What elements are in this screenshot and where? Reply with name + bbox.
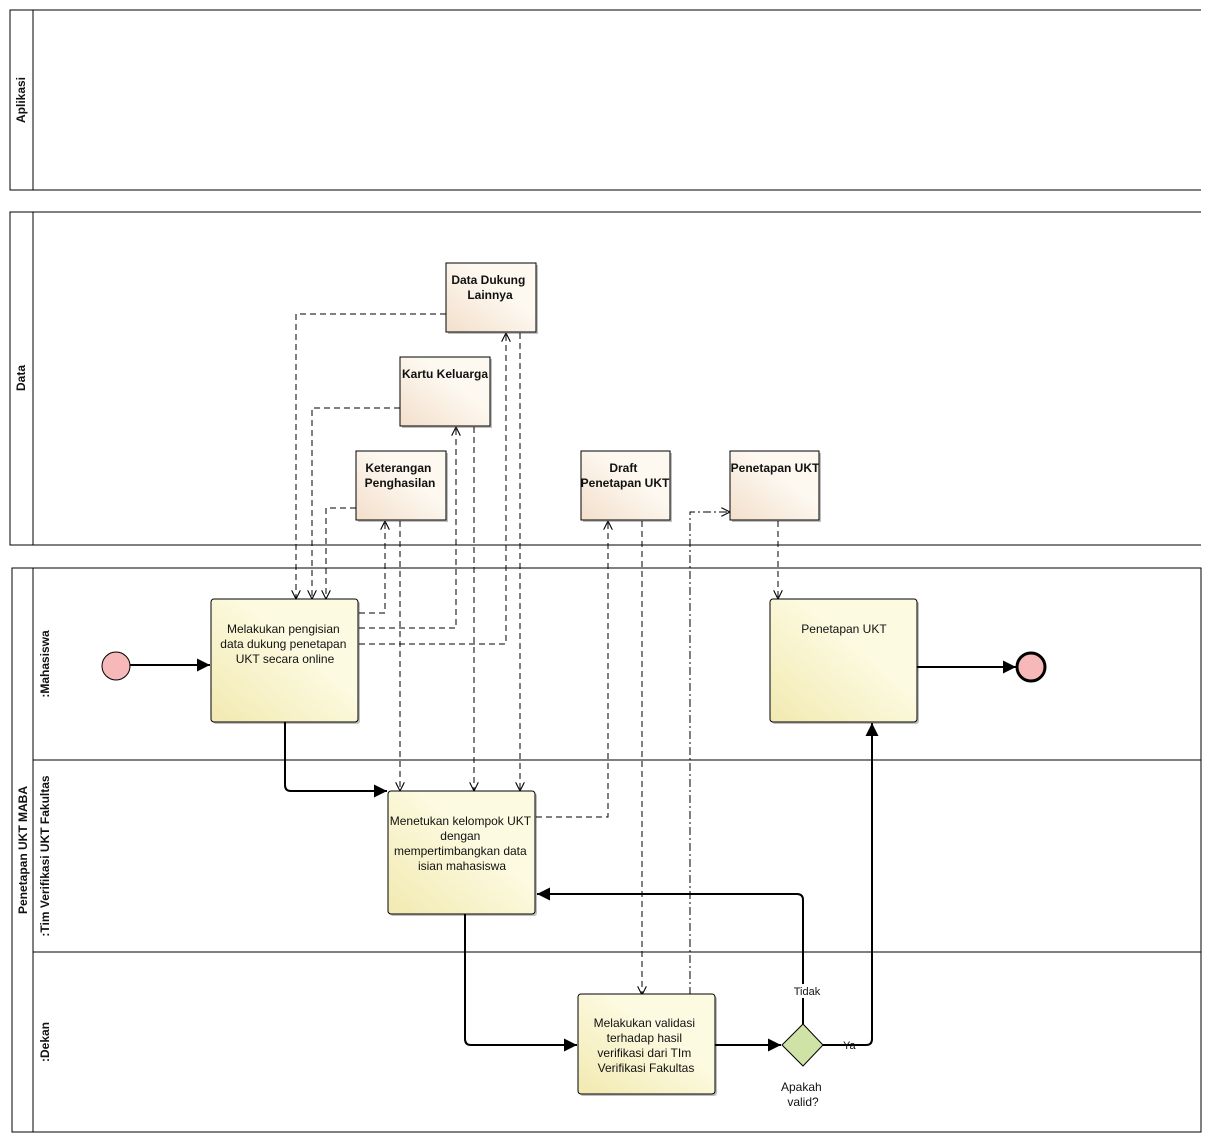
lane-dekan-label: :Dekan (38, 1022, 52, 1062)
lane-mahasiswa-label: :Mahasiswa (38, 630, 52, 698)
gateway-apakah-valid[interactable]: Apakah valid? (781, 1023, 825, 1109)
start-event[interactable] (101, 651, 131, 681)
pool-aplikasi-label: Aplikasi (14, 77, 28, 123)
kartu-keluarga-label: Kartu Keluarga (402, 367, 488, 381)
data-object-draft-penetapan-ukt[interactable]: Draft Penetapan UKT (580, 450, 672, 522)
lane-tim-verifikasi-label: :Tim Verifikasi UKT Fakultas (38, 775, 52, 936)
task-melakukan-pengisian[interactable]: Melakukan pengisian data dukung penetapa… (210, 598, 360, 724)
data-dukung-label: Data Dukung Lainnya (451, 273, 528, 302)
flow-label-ya: Ya (843, 1040, 857, 1052)
pool-main-label: Penetapan UKT MABA (16, 786, 30, 914)
pool-aplikasi: Aplikasi (9, 9, 1201, 191)
penetapan-data-label: Penetapan UKT (731, 461, 820, 475)
task-penetapan-label: Penetapan UKT (801, 622, 887, 636)
pool-data-label: Data (14, 365, 28, 391)
data-object-kartu-keluarga[interactable]: Kartu Keluarga (399, 356, 492, 428)
flow-label-tidak: Tidak (794, 986, 821, 998)
tidak-label-bg (790, 984, 824, 998)
task-melakukan-validasi[interactable]: Melakukan validasi terhadap hasil verifi… (577, 993, 717, 1096)
flow-gateway-ya (823, 723, 879, 1046)
flow-pengisian-to-menentukan (284, 722, 387, 798)
task-menentukan-label: Menetukan kelompok UKT dengan mempertimb… (390, 814, 535, 873)
task-validasi-label: Melakukan validasi terhadap hasil verifi… (594, 1016, 699, 1075)
flow-menentukan-to-validasi (464, 914, 577, 1052)
task-penetapan-ukt[interactable]: Penetapan UKT (769, 598, 919, 724)
pool-penetapan-ukt: Penetapan UKT MABA :Mahasiswa :Tim Verif… (11, 567, 1202, 1133)
data-object-penetapan-ukt[interactable]: Penetapan UKT (729, 450, 821, 522)
task-menentukan-kelompok-ukt[interactable]: Menetukan kelompok UKT dengan mempertimb… (387, 790, 537, 916)
flow-gateway-tidak (537, 887, 804, 1024)
draft-penetapan-label: Draft Penetapan UKT (581, 461, 670, 490)
data-associations (296, 313, 778, 995)
pool-data: Data (9, 211, 1201, 546)
keterangan-penghasilan-label: Keterangan Penghasilan (365, 461, 436, 490)
sequence-flows (130, 658, 1016, 1052)
data-object-keterangan-penghasilan[interactable]: Keterangan Penghasilan (355, 450, 448, 522)
gateway-question-label: Apakah valid? (781, 1080, 825, 1109)
task-pengisian-label: Melakukan pengisian data dukung penetapa… (220, 622, 349, 666)
end-event[interactable] (1015, 651, 1047, 683)
data-object-data-dukung-lainnya[interactable]: Data Dukung Lainnya (445, 262, 538, 334)
